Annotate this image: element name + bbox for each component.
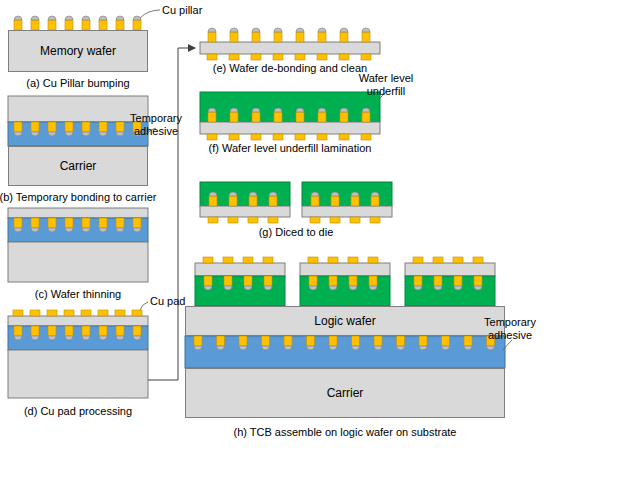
callout-label: Temporary adhesive <box>477 316 543 341</box>
step-caption: (h) TCB assemble on logic wafer on subst… <box>180 426 510 439</box>
step-caption: (g) Diced to die <box>221 226 371 239</box>
callout-label: Cu pad <box>150 295 200 308</box>
layer-label: Carrier <box>60 159 97 173</box>
callout-label: Cu pillar <box>162 4 222 17</box>
callout-label: Wafer level underfill <box>354 72 418 97</box>
step-caption: (c) Wafer thinning <box>0 288 163 301</box>
wafer-layer: Memory wafer <box>8 30 148 72</box>
step-caption: (d) Cu pad processing <box>0 405 163 418</box>
wafer-layer: Logic wafer <box>185 306 505 336</box>
layer-label: Memory wafer <box>40 44 116 58</box>
step-caption: (a) Cu Pillar bumping <box>0 77 168 90</box>
step-caption: (f) Wafer level underfill lamination <box>180 142 400 155</box>
wafer-layer: Carrier <box>8 146 148 186</box>
callout-label: Temporary adhesive <box>123 112 189 137</box>
wafer-layer: Carrier <box>185 368 505 418</box>
layer-label: Logic wafer <box>314 314 375 328</box>
layer-label: Carrier <box>327 386 364 400</box>
step-caption: (b) Temporary bonding to carrier <box>0 191 173 204</box>
